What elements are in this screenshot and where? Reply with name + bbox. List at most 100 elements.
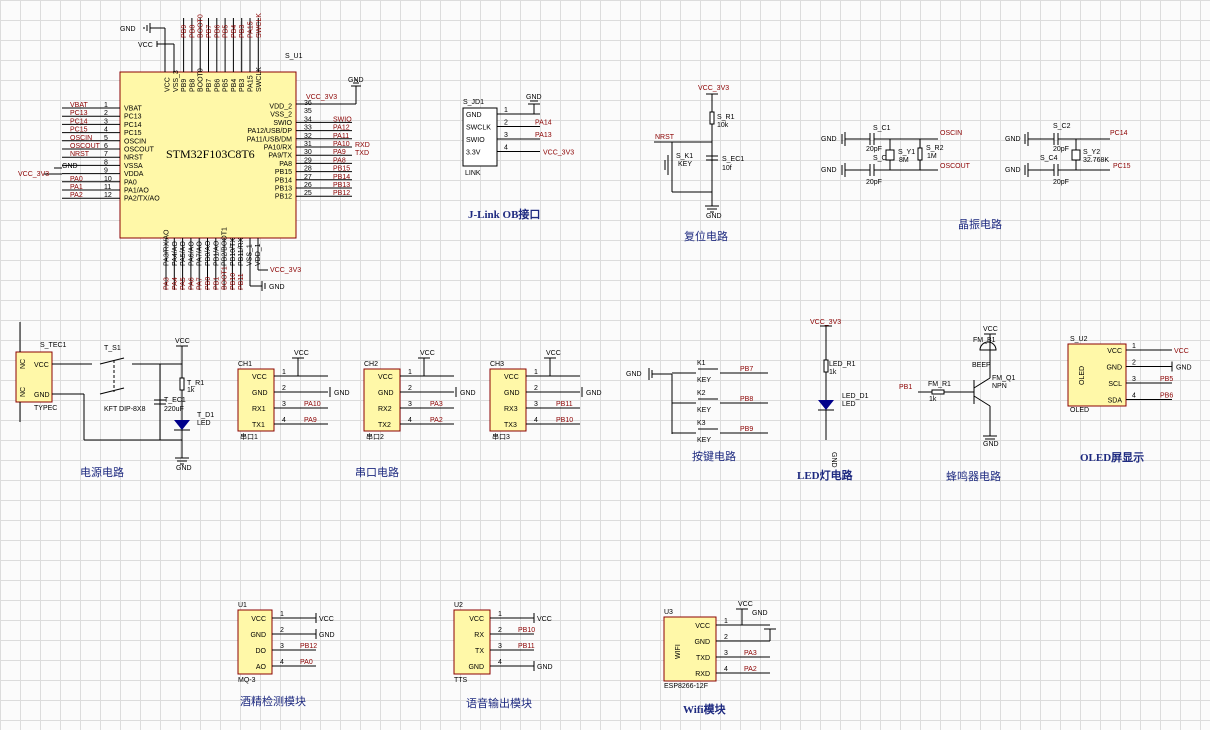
jlink-pin-num: 3 bbox=[504, 132, 508, 139]
led-diode[interactable] bbox=[818, 400, 834, 410]
uart-connector[interactable] bbox=[237, 368, 275, 432]
buzzer-r-des: FM_R1 bbox=[928, 381, 951, 388]
mcu-gnd-right: GND bbox=[348, 77, 364, 84]
buzzer-net: PB1 bbox=[899, 384, 912, 391]
keys-title: 按键电路 bbox=[692, 449, 736, 463]
led-title: LED灯电路 bbox=[797, 468, 854, 482]
mcu-top-net: PB7 bbox=[206, 25, 213, 38]
tts-pin-num: 4 bbox=[498, 659, 502, 666]
mq3-pin-name: VCC bbox=[251, 616, 266, 623]
mcu-right-pin-name: VDD_2 bbox=[269, 104, 292, 111]
mq3-pin-num: 2 bbox=[280, 627, 284, 634]
xtal-r2[interactable] bbox=[917, 147, 923, 161]
mcu-right-pin-name: VSS_2 bbox=[270, 112, 292, 119]
mcu-part: STM32F103C8T6 bbox=[166, 147, 255, 161]
power-resistor[interactable] bbox=[179, 377, 185, 391]
oled-net: PB5 bbox=[1160, 376, 1173, 383]
oled-net: PB6 bbox=[1160, 393, 1173, 400]
mcu-top-net: PA15 bbox=[248, 21, 255, 38]
mcu-bottom-net: PB10 bbox=[230, 273, 237, 290]
xtal-r2-val: 1M bbox=[927, 153, 937, 160]
jlink-net: PA13 bbox=[535, 132, 552, 139]
led-vcc: VCC_3V3 bbox=[810, 319, 841, 326]
mcu-left-pin-num: 7 bbox=[104, 151, 108, 158]
tts-net: PB10 bbox=[518, 627, 535, 634]
xtal-c2v: 20pF bbox=[1053, 146, 1069, 153]
uart-connector[interactable] bbox=[363, 368, 401, 432]
mcu-bottom-pin-name: PA6/AO bbox=[188, 241, 195, 266]
crystal-title: 晶振电路 bbox=[958, 217, 1002, 231]
power-sw-des: T_S1 bbox=[104, 345, 121, 352]
uart-pin-num: 1 bbox=[408, 369, 412, 376]
jlink-pin-num: 2 bbox=[504, 120, 508, 127]
oled-part: OLED bbox=[1079, 366, 1086, 385]
buzzer-symbol[interactable] bbox=[979, 341, 997, 351]
jlink-name: LINK bbox=[465, 170, 481, 177]
xtal-y2[interactable] bbox=[1071, 149, 1081, 161]
xtal-y1-des: S_Y1 bbox=[898, 149, 915, 156]
wifi-title: Wifi模块 bbox=[683, 702, 727, 716]
uart-name: 串口1 bbox=[240, 433, 258, 441]
wifi-pin-name: VCC bbox=[695, 623, 710, 630]
mq3-body[interactable] bbox=[237, 609, 273, 675]
mcu-bottom-pin-name: PA4/AO bbox=[172, 241, 179, 266]
wifi-designator: U3 bbox=[664, 609, 673, 616]
mcu-left-net: PC15 bbox=[70, 127, 88, 134]
wifi-body[interactable] bbox=[663, 616, 717, 682]
mcu-right-net: PB15 bbox=[333, 166, 350, 173]
jlink-net: VCC_3V3 bbox=[543, 150, 574, 157]
power-r-des: T_R1 bbox=[187, 380, 204, 387]
tts-pin-num: 2 bbox=[498, 627, 502, 634]
mq3-title: 酒精检测模块 bbox=[240, 694, 306, 708]
mq3-pin-name: AO bbox=[256, 664, 267, 671]
mcu-right-pin-name: SWIO bbox=[273, 120, 292, 127]
mcu-left-pin-name: NRST bbox=[124, 155, 144, 162]
reset-sw-des: S_K1 bbox=[676, 153, 693, 160]
uart-pin-num: 3 bbox=[408, 401, 412, 408]
oled-pin-name: GND bbox=[1106, 365, 1122, 372]
uart-designator: CH2 bbox=[364, 361, 378, 368]
mcu-vcc-label: VCC bbox=[138, 42, 153, 49]
power-connector[interactable] bbox=[15, 351, 53, 403]
mcu-top-pin-name: SWCLK bbox=[256, 67, 263, 92]
wifi-pin-name: TXD bbox=[696, 655, 710, 662]
uart-connector[interactable] bbox=[489, 368, 527, 432]
mcu-left-pin-name: PC13 bbox=[124, 114, 142, 121]
mcu-body[interactable] bbox=[119, 71, 297, 239]
mcu-left-net: VBAT bbox=[70, 102, 88, 109]
tts-pin-name: VCC bbox=[469, 616, 484, 623]
reset-resistor[interactable] bbox=[709, 111, 715, 125]
wifi-net: PA3 bbox=[744, 650, 757, 657]
uart-pin-num: 3 bbox=[534, 401, 538, 408]
wifi-pin-num: 4 bbox=[724, 666, 728, 673]
oled-body[interactable] bbox=[1067, 343, 1127, 407]
tts-body[interactable] bbox=[453, 609, 491, 675]
xtal-c4: S_C4 bbox=[1040, 155, 1058, 162]
xtal-gnd4: GND bbox=[1005, 167, 1021, 174]
led-resistor[interactable] bbox=[823, 359, 829, 373]
mq3-part: MQ-3 bbox=[238, 677, 256, 684]
led-d-des: LED_D1 bbox=[842, 393, 869, 400]
uart-pin-name: RX3 bbox=[504, 406, 518, 413]
mcu-top-pin-name: PB3 bbox=[239, 79, 246, 92]
key-val: KEY bbox=[697, 407, 711, 414]
oled-pin-name: VCC bbox=[1107, 348, 1122, 355]
buzzer-resistor[interactable] bbox=[931, 389, 945, 395]
uart-gnd: GND bbox=[334, 390, 350, 397]
mcu-bottom-net: PB11 bbox=[238, 273, 245, 290]
tts-part: TTS bbox=[454, 677, 468, 684]
xtal-pc15: PC15 bbox=[1113, 163, 1131, 170]
uart-name: 串口3 bbox=[492, 433, 510, 441]
uart-designator: CH3 bbox=[490, 361, 504, 368]
power-led[interactable] bbox=[174, 420, 190, 430]
mq3-pin-num: 4 bbox=[280, 659, 284, 666]
xtal-y1[interactable] bbox=[885, 149, 895, 161]
jlink-body[interactable] bbox=[462, 107, 498, 167]
led-block: VCC_3V3 LED_R1 1k LED_D1 LED GND LED灯电路 bbox=[797, 319, 869, 482]
uart-pin-num: 4 bbox=[282, 417, 286, 424]
xtal-c3v: 20pF bbox=[866, 179, 882, 186]
xtal-y2-val: 32.768K bbox=[1083, 157, 1109, 164]
